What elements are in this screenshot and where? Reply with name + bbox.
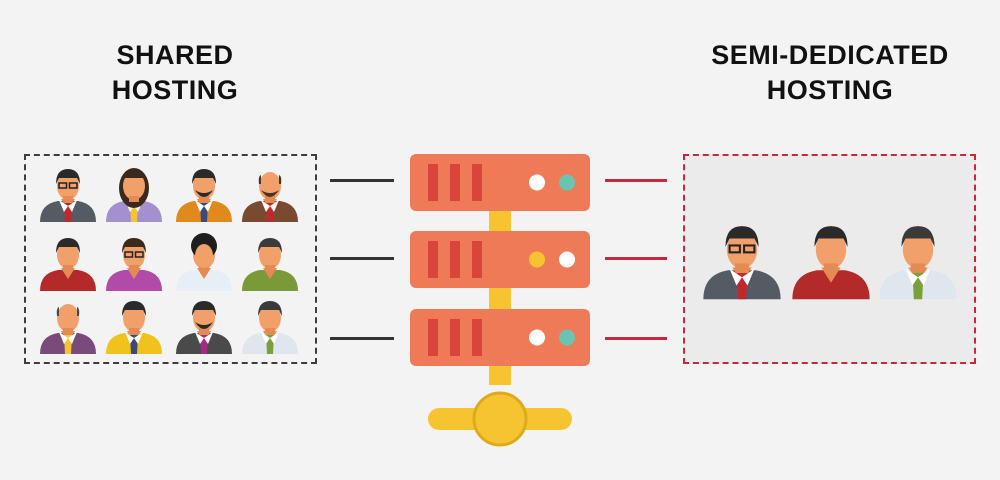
shared-connector-line	[330, 179, 394, 182]
shared-hosting-title-line1: SHARED	[116, 40, 234, 70]
vent-slot	[472, 319, 482, 356]
vent-slot	[472, 241, 482, 278]
person-avatar-icon	[106, 238, 162, 291]
person-avatar-icon	[40, 304, 96, 354]
person-avatar-icon	[106, 168, 162, 222]
glasses-icon	[58, 182, 68, 189]
server-icon	[410, 154, 590, 447]
semi-dedicated-connector-line	[605, 337, 667, 340]
status-light	[559, 251, 575, 268]
person-avatar-icon	[40, 169, 96, 222]
person-avatar-icon	[242, 172, 298, 222]
vent-slot	[472, 164, 482, 201]
person-avatar-icon	[106, 301, 162, 354]
shared-hosting-title: SHARED HOSTING	[70, 38, 280, 108]
person-avatar-icon	[176, 233, 232, 291]
shared-users-box	[24, 154, 317, 364]
person-avatar-icon	[879, 226, 957, 300]
network-hub	[474, 393, 526, 445]
server-unit	[410, 154, 590, 211]
status-light	[559, 329, 575, 346]
status-light	[529, 174, 545, 191]
person-avatar-icon	[703, 226, 781, 300]
semi-dedicated-connector-line	[605, 257, 667, 260]
vent-slot	[428, 164, 438, 201]
glasses-icon	[124, 251, 134, 258]
vent-slot	[450, 319, 460, 356]
shared-hosting-title-line2: HOSTING	[111, 75, 239, 105]
status-light	[559, 174, 575, 191]
shared-connector-line	[330, 257, 394, 260]
person-avatar-icon	[40, 238, 96, 291]
glasses-icon	[728, 244, 741, 254]
vent-slot	[450, 241, 460, 278]
status-light	[529, 329, 545, 346]
person-avatar-icon	[792, 226, 870, 300]
status-light	[529, 251, 545, 268]
shared-connector-line	[330, 337, 394, 340]
vent-slot	[428, 241, 438, 278]
person-avatar-icon	[176, 301, 232, 354]
vent-slot	[428, 319, 438, 356]
person-avatar-icon	[242, 301, 298, 354]
semi-dedicated-hosting-title: SEMI-DEDICATED HOSTING	[680, 38, 980, 108]
semi-dedicated-connector-line	[605, 179, 667, 182]
server-unit	[410, 231, 590, 288]
semi-dedicated-title-line1: SEMI-DEDICATED	[711, 40, 949, 70]
person-avatar-icon	[242, 238, 298, 291]
person-avatar-icon	[176, 169, 232, 222]
semi-dedicated-title-line2: HOSTING	[766, 75, 894, 105]
vent-slot	[450, 164, 460, 201]
server-unit	[410, 309, 590, 366]
